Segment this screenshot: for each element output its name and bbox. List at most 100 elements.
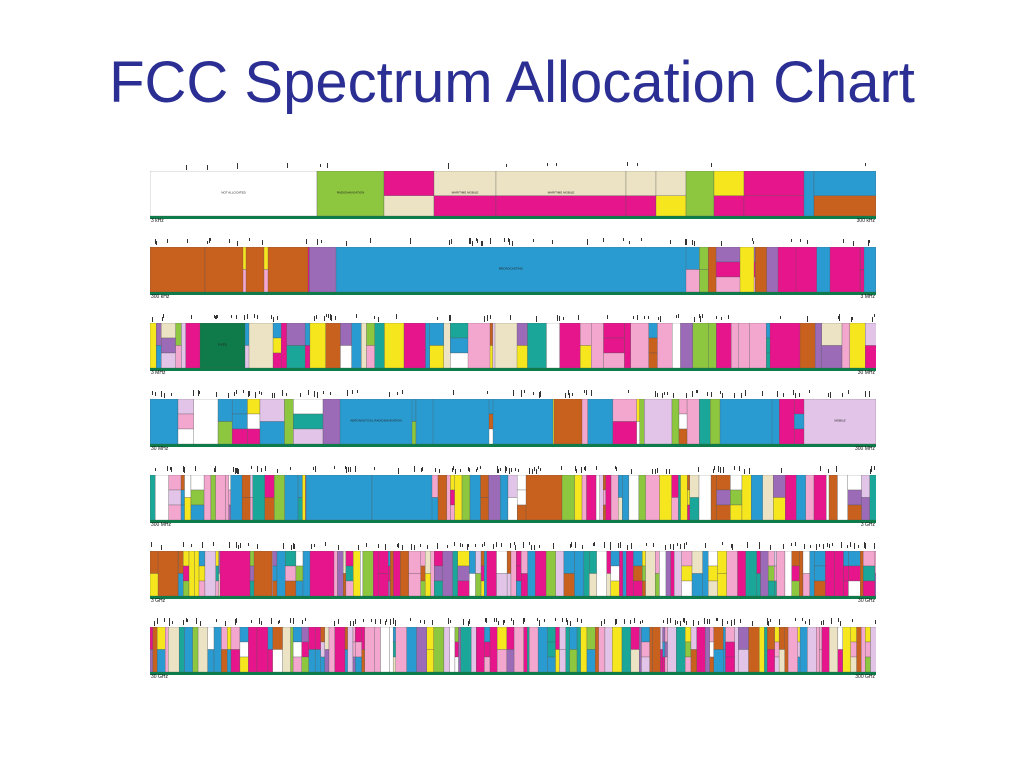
tick-mark bbox=[449, 240, 450, 245]
allocation-block bbox=[717, 573, 727, 596]
tick-mark bbox=[469, 238, 470, 244]
tick-mark bbox=[781, 468, 782, 473]
tick-mark bbox=[290, 618, 291, 623]
allocation-block bbox=[687, 489, 690, 506]
allocation-block bbox=[429, 323, 444, 346]
allocation-block bbox=[516, 580, 522, 596]
tick-mark bbox=[591, 390, 592, 396]
allocation-block bbox=[527, 627, 530, 672]
tick-mark bbox=[539, 545, 540, 548]
tick-mark bbox=[711, 163, 712, 167]
tick-mark bbox=[838, 316, 839, 319]
tick-mark bbox=[187, 619, 188, 622]
allocation-block bbox=[856, 627, 862, 672]
allocation-label: FIXED bbox=[218, 343, 228, 347]
tick-mark bbox=[686, 542, 687, 545]
tick-mark bbox=[237, 163, 238, 169]
tick-mark bbox=[427, 545, 428, 549]
tick-mark bbox=[439, 469, 440, 473]
tick-mark bbox=[420, 620, 421, 623]
tick-mark bbox=[581, 467, 582, 473]
allocation-block bbox=[496, 649, 508, 672]
allocation-block bbox=[430, 551, 435, 596]
allocation-block bbox=[156, 323, 162, 346]
allocation-block bbox=[197, 627, 208, 672]
tick-mark bbox=[618, 543, 619, 548]
tick-mark bbox=[795, 618, 796, 621]
allocation-block bbox=[689, 497, 700, 520]
tick-mark bbox=[555, 618, 556, 621]
allocation-block bbox=[581, 475, 587, 520]
tick-mark bbox=[200, 621, 201, 626]
allocation-block bbox=[612, 421, 637, 444]
tick-mark bbox=[832, 543, 833, 546]
tick-mark bbox=[534, 467, 535, 471]
allocation-block bbox=[495, 195, 627, 216]
tick-mark bbox=[767, 618, 768, 622]
tick-mark bbox=[584, 467, 585, 470]
allocation-block bbox=[821, 345, 843, 368]
allocation-block bbox=[156, 627, 166, 650]
tick-mark bbox=[827, 543, 828, 547]
allocation-block bbox=[484, 656, 491, 672]
tick-mark bbox=[752, 238, 753, 241]
tick-mark bbox=[389, 392, 390, 397]
tick-mark bbox=[851, 317, 852, 322]
allocation-block bbox=[239, 641, 249, 658]
tick-mark bbox=[732, 544, 733, 550]
allocation-block bbox=[408, 551, 421, 574]
tick-mark bbox=[378, 317, 379, 322]
allocation-block bbox=[207, 627, 215, 650]
feature-block bbox=[739, 247, 755, 292]
allocation-block bbox=[293, 428, 324, 444]
tick-mark bbox=[721, 317, 722, 320]
allocation-block bbox=[710, 475, 717, 520]
allocation-block bbox=[476, 627, 485, 672]
allocation-block bbox=[345, 551, 354, 567]
tick-mark bbox=[249, 238, 250, 241]
tick-mark bbox=[852, 317, 853, 320]
tick-mark bbox=[865, 543, 866, 549]
allocation-label: MARITIME MOBILE bbox=[452, 191, 479, 195]
tick-mark bbox=[692, 391, 693, 397]
allocation-block bbox=[480, 580, 485, 596]
allocation-block bbox=[247, 428, 261, 444]
tick-mark bbox=[848, 390, 849, 394]
allocation-block bbox=[625, 195, 657, 216]
tick-mark bbox=[469, 619, 470, 624]
allocation-block bbox=[496, 573, 508, 596]
allocation-block bbox=[580, 345, 592, 368]
allocation-block bbox=[362, 551, 374, 596]
tick-mark bbox=[378, 544, 379, 548]
tick-mark bbox=[207, 165, 208, 170]
allocation-block bbox=[475, 573, 482, 596]
allocation-block bbox=[699, 269, 709, 292]
allocation-block bbox=[434, 580, 443, 596]
tick-mark bbox=[164, 393, 165, 398]
tick-mark bbox=[677, 621, 678, 624]
allocation-block bbox=[685, 171, 715, 216]
feature-block bbox=[157, 551, 179, 596]
allocation-block bbox=[671, 475, 679, 498]
allocation-block bbox=[671, 497, 679, 520]
tick-mark bbox=[816, 544, 817, 550]
allocation-block bbox=[751, 475, 763, 520]
allocation-block bbox=[738, 627, 749, 650]
tick-mark bbox=[397, 544, 398, 547]
allocation-block bbox=[672, 323, 681, 368]
allocation-block bbox=[183, 551, 190, 567]
tick-mark bbox=[518, 469, 519, 472]
tick-mark bbox=[670, 240, 671, 244]
tick-mark bbox=[704, 621, 705, 624]
tick-mark bbox=[294, 544, 295, 549]
allocation-block bbox=[723, 649, 726, 672]
allocation-block bbox=[320, 641, 325, 658]
tick-mark bbox=[207, 241, 208, 244]
tick-mark bbox=[470, 238, 471, 244]
allocation-block bbox=[301, 627, 309, 643]
allocation-block bbox=[848, 580, 861, 596]
tick-mark bbox=[663, 620, 664, 623]
tick-mark bbox=[453, 390, 454, 395]
